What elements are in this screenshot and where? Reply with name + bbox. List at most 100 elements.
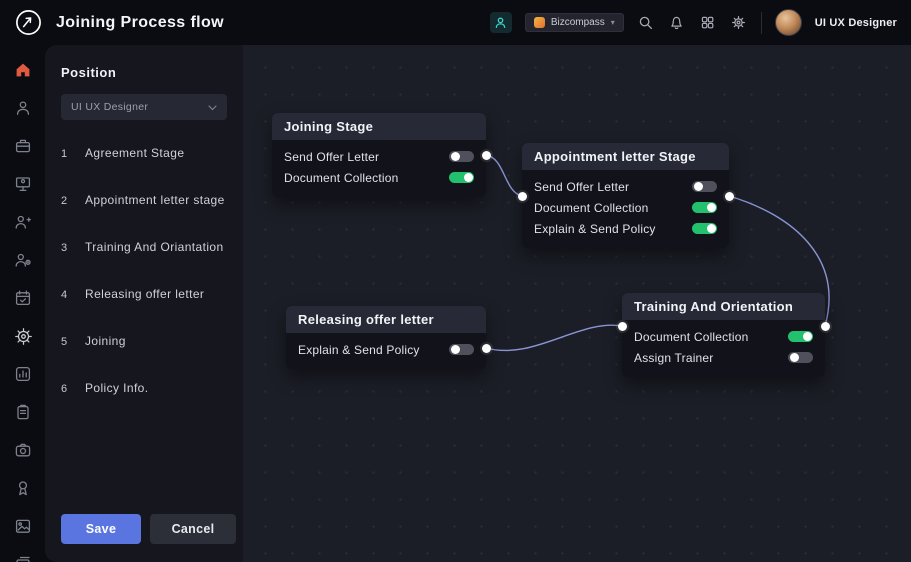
port-appointment-out[interactable] [724,191,734,201]
task-toggle[interactable] [692,223,717,234]
stage-item-5[interactable]: 5 Joining [61,334,227,348]
page-title: Joining Process flow [56,13,225,31]
task-toggle[interactable] [692,202,717,213]
task-toggle[interactable] [449,344,474,355]
task-row: Explain & Send Policy [298,339,474,360]
nav-attendance-icon[interactable] [14,289,32,307]
port-joining-stage-out[interactable] [481,150,491,160]
position-dropdown-value: UI UX Designer [71,101,149,113]
node-appointment-letter-stage[interactable]: Appointment letter Stage Send Offer Lett… [522,143,729,248]
task-label: Send Offer Letter [284,149,380,164]
workspace-label: Bizcompass [550,17,605,28]
task-row: Document Collection [534,197,717,218]
node-joining-stage[interactable]: Joining Stage Send Offer Letter Document… [272,113,486,197]
nav-documents-icon[interactable] [14,403,32,421]
task-label: Send Offer Letter [534,179,630,194]
nav-camera-icon[interactable] [14,441,32,459]
task-toggle[interactable] [788,331,813,342]
workspace-switcher[interactable]: Bizcompass ▾ [524,13,624,32]
task-label: Document Collection [284,170,399,185]
cancel-button[interactable]: Cancel [150,514,236,544]
content-card: Position UI UX Designer 1 Agreement Stag… [45,45,911,562]
node-title[interactable]: Releasing offer letter [286,306,486,333]
task-row: Send Offer Letter [284,146,474,167]
user-avatar[interactable] [774,9,802,36]
stage-item-2[interactable]: 2 Appointment letter stage [61,193,227,207]
stage-number: 5 [61,336,68,348]
task-toggle[interactable] [449,151,474,162]
connection [485,324,623,352]
notifications-bell-icon[interactable] [668,14,686,32]
panel-actions: Save Cancel [61,514,236,544]
nav-employee-icon[interactable] [14,99,32,117]
app-logo-icon [14,9,42,37]
task-label: Explain & Send Policy [298,342,420,357]
node-title[interactable]: Training And Orientation [622,293,825,320]
stage-number: 2 [61,195,68,207]
stage-number: 1 [61,148,68,160]
stage-item-6[interactable]: 6 Policy Info. [61,381,227,395]
chevron-down-icon [208,98,217,116]
node-title[interactable]: Joining Stage [272,113,486,140]
stage-number: 3 [61,242,68,254]
port-appointment-in[interactable] [517,191,527,201]
task-label: Assign Trainer [634,350,714,365]
stage-number: 6 [61,383,68,395]
search-icon[interactable] [637,14,655,32]
task-row: Explain & Send Policy [534,218,717,239]
save-button[interactable]: Save [61,514,141,544]
connection [485,154,523,197]
stage-number: 4 [61,289,68,301]
header-divider [760,11,762,34]
task-toggle[interactable] [788,352,813,363]
nav-user-settings-icon[interactable] [14,251,32,269]
top-bar: Joining Process flow Bizcompass ▾ [0,0,911,45]
settings-gear-icon[interactable] [730,14,748,32]
stage-item-3[interactable]: 3 Training And Oriantation [61,240,227,254]
nav-rail [0,45,45,562]
port-releasing-out[interactable] [481,343,491,353]
nav-settings-gear-icon[interactable] [14,327,32,345]
workspace-logo-icon [533,17,545,28]
nav-gallery-icon[interactable] [14,517,32,535]
stage-label: Agreement Stage [85,146,185,160]
port-training-out[interactable] [820,321,830,331]
task-toggle[interactable] [692,181,717,192]
nav-home-icon[interactable] [14,61,32,79]
task-row: Document Collection [284,167,474,188]
nav-jobs-icon[interactable] [14,137,32,155]
stage-label: Policy Info. [85,381,149,395]
apps-grid-icon[interactable] [699,14,717,32]
stage-item-4[interactable]: 4 Releasing offer letter [61,287,227,301]
stage-label: Releasing offer letter [85,287,205,301]
task-label: Document Collection [634,329,749,344]
task-row: Send Offer Letter [534,176,717,197]
nav-export-icon[interactable] [14,555,32,562]
node-body: Send Offer Letter Document Collection Ex… [522,170,729,248]
nav-reports-icon[interactable] [14,365,32,383]
nav-awards-icon[interactable] [14,479,32,497]
task-label: Explain & Send Policy [534,221,656,236]
stage-label: Training And Oriantation [85,240,224,254]
node-body: Send Offer Letter Document Collection [272,140,486,197]
nav-interview-icon[interactable] [14,175,32,193]
user-name: UI UX Designer [814,16,897,29]
nav-add-user-icon[interactable] [14,213,32,231]
node-training-and-orientation[interactable]: Training And Orientation Document Collec… [622,293,825,377]
port-training-in[interactable] [617,321,627,331]
stage-label: Joining [85,334,126,348]
user-status-button[interactable] [489,12,512,33]
task-row: Document Collection [634,326,813,347]
stage-label: Appointment letter stage [85,193,225,207]
node-body: Document Collection Assign Trainer [622,320,825,377]
position-dropdown[interactable]: UI UX Designer [61,94,227,120]
panel-title: Position [61,65,117,80]
node-body: Explain & Send Policy [286,333,486,369]
stage-list: 1 Agreement Stage 2 Appointment letter s… [61,146,227,395]
node-title[interactable]: Appointment letter Stage [522,143,729,170]
flow-canvas[interactable]: Joining Stage Send Offer Letter Document… [243,45,911,562]
task-row: Assign Trainer [634,347,813,368]
task-toggle[interactable] [449,172,474,183]
node-releasing-offer-letter[interactable]: Releasing offer letter Explain & Send Po… [286,306,486,369]
stage-item-1[interactable]: 1 Agreement Stage [61,146,227,160]
